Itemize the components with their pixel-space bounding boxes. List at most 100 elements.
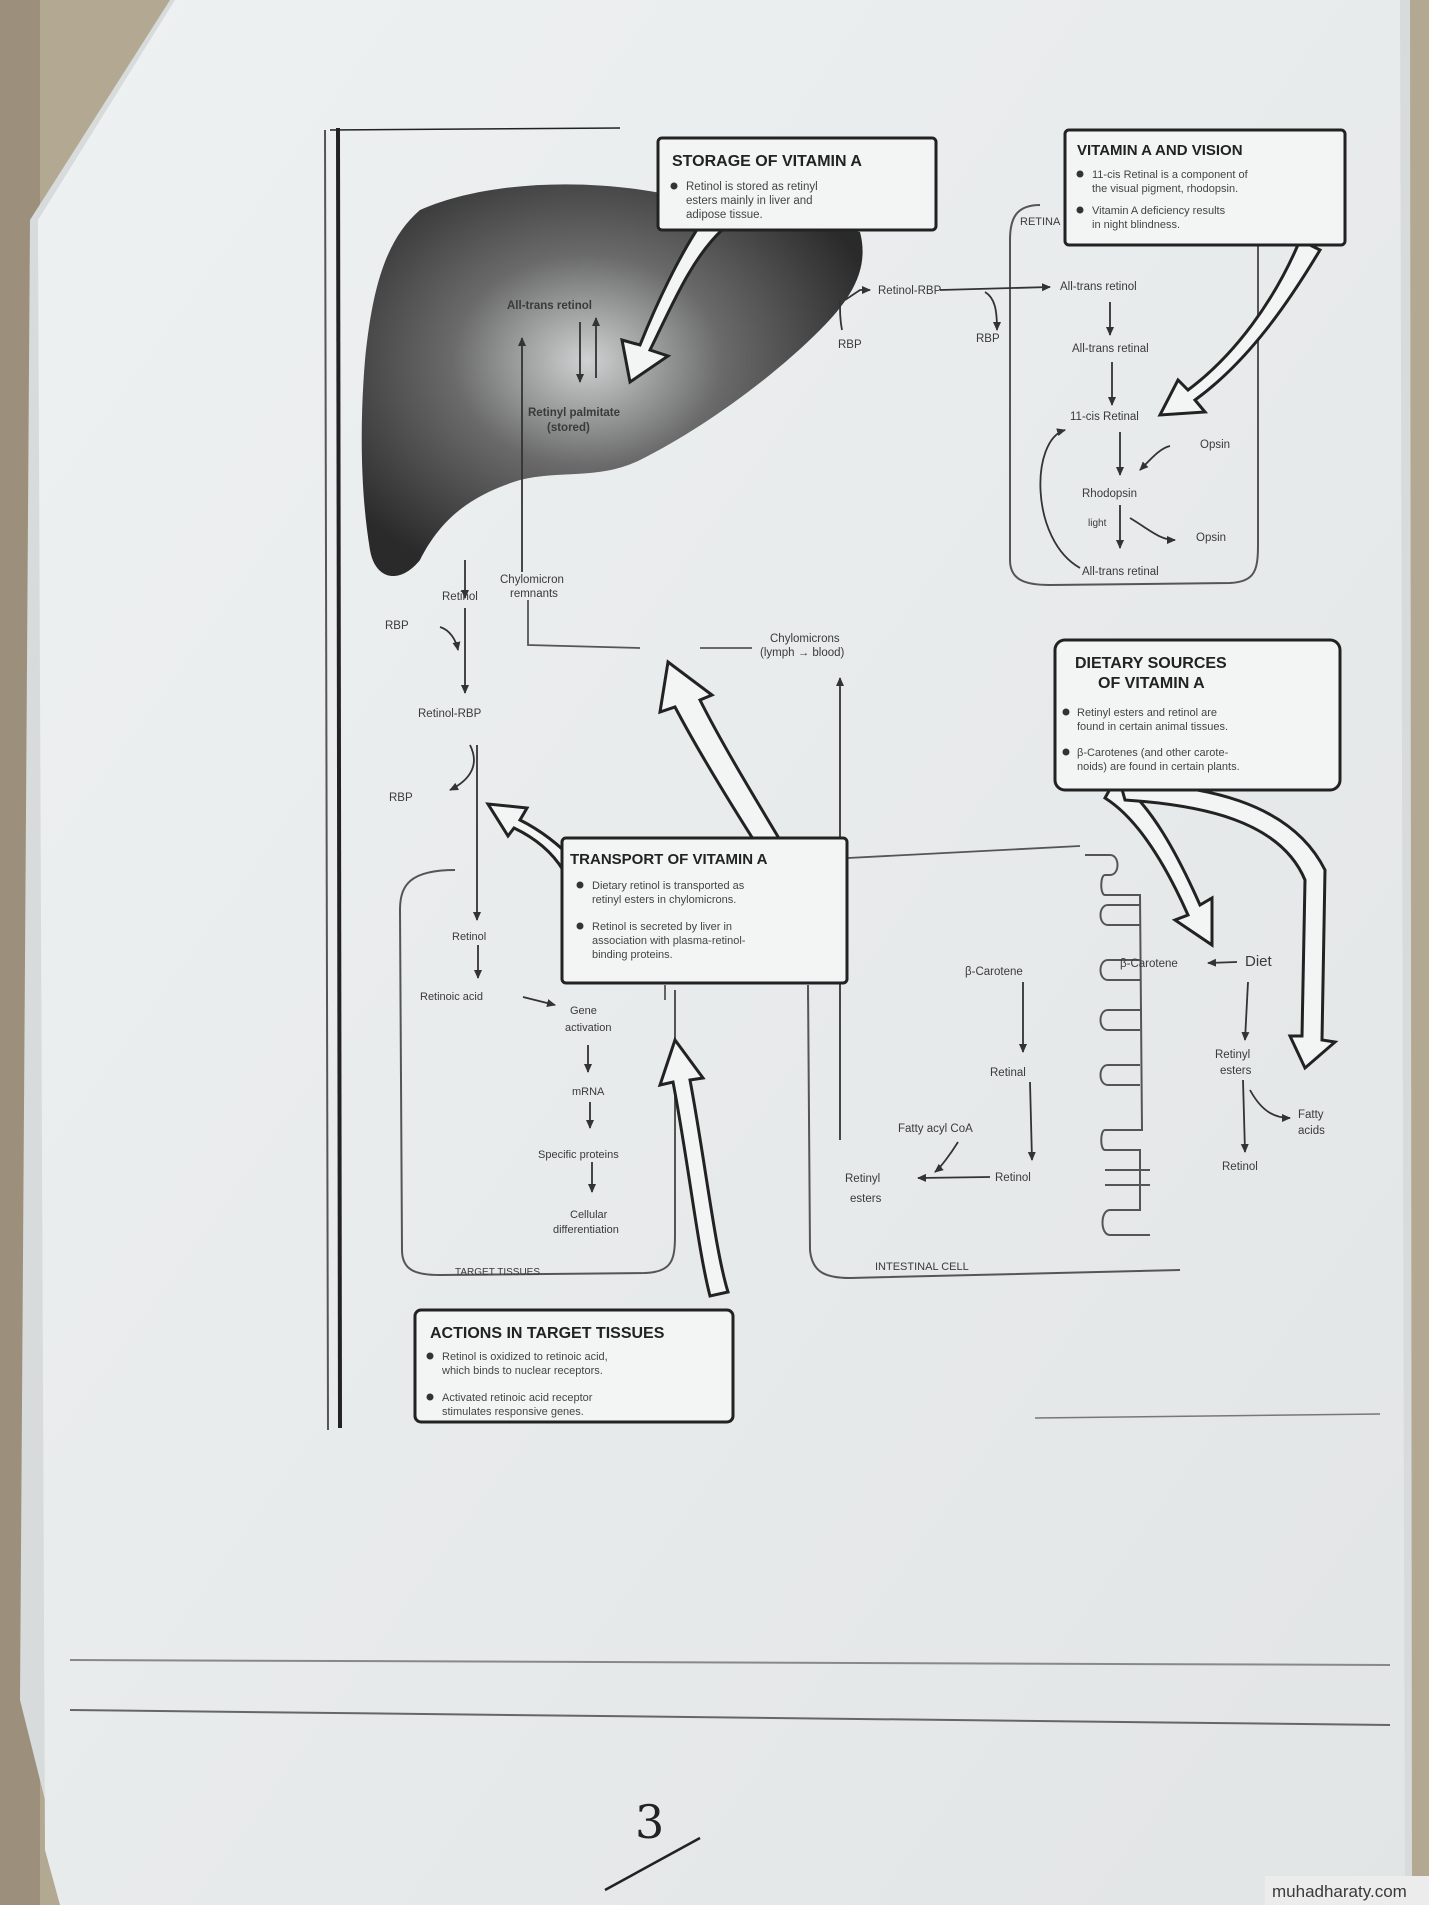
retina-all-trans-retinol: All-trans retinol xyxy=(1060,281,1137,293)
intestine-retinyl-esters-2: esters xyxy=(850,1193,882,1205)
dietary-bullet2-line2: noids) are found in certain plants. xyxy=(1077,761,1240,773)
bullet-icon xyxy=(576,922,584,930)
retina-opsin-2: Opsin xyxy=(1196,532,1226,544)
retina-region-label: RETINA xyxy=(1020,216,1061,228)
target-cellular-2: differentiation xyxy=(553,1224,619,1236)
target-retinol: Retinol xyxy=(452,931,486,943)
dietary-box-title-2: OF VITAMIN A xyxy=(1098,675,1205,692)
watermark-text: muhadharaty.com xyxy=(1272,1882,1407,1901)
transport-bullet1-line2: retinyl esters in chylomicrons. xyxy=(592,894,736,906)
circ-rbp-2: RBP xyxy=(389,792,413,804)
retina-cis-retinal: 11-cis Retinal xyxy=(1070,411,1139,423)
intestine-retinyl-esters-1: Retinyl xyxy=(845,1173,880,1185)
intestine-fatty-acyl-coa: Fatty acyl CoA xyxy=(898,1123,973,1135)
pathway-arrows xyxy=(439,283,1291,1193)
intestine-retinal: Retinal xyxy=(990,1067,1026,1079)
target-tissue-region xyxy=(398,869,676,1277)
liver-stored: (stored) xyxy=(547,422,590,434)
liver-labels: All-trans retinol Retinyl palmitate (sto… xyxy=(442,285,942,603)
actions-box: ACTIONS IN TARGET TISSUES Retinol is oxi… xyxy=(413,1308,735,1424)
intestine-fatty-acids-1: Fatty xyxy=(1298,1109,1324,1121)
target-gene-2: activation xyxy=(565,1022,611,1034)
storage-box-line-3: adipose tissue. xyxy=(686,209,763,221)
actions-bullet1-line2: which binds to nuclear receptors. xyxy=(441,1365,603,1377)
actions-bullet2-line2: stimulates responsive genes. xyxy=(442,1406,584,1418)
liver-retinol: Retinol xyxy=(442,591,478,603)
liver-retinol-rbp: Retinol-RBP xyxy=(878,285,942,297)
bullet-icon xyxy=(426,1393,434,1401)
retina-all-trans-retinal-2: All-trans retinal xyxy=(1082,566,1159,578)
retina-all-trans-retinal: All-trans retinal xyxy=(1072,343,1149,355)
intestine-retinol: Retinol xyxy=(995,1172,1031,1184)
retina-rhodopsin: Rhodopsin xyxy=(1082,488,1137,500)
target-cellular-1: Cellular xyxy=(570,1209,608,1221)
liver-chylo-remnants-2: remnants xyxy=(510,588,558,600)
target-labels: Retinol Retinoic acid Gene activation mR… xyxy=(420,931,619,1278)
liver-shape xyxy=(361,184,863,577)
storage-box-title: STORAGE OF VITAMIN A xyxy=(672,153,862,170)
bullet-icon xyxy=(1062,748,1070,756)
actions-bullet1-line1: Retinol is oxidized to retinoic acid, xyxy=(442,1351,608,1363)
page-number-text: 3 xyxy=(635,1795,664,1849)
vision-bullet1-line1: 11-cis Retinal is a component of xyxy=(1092,169,1249,181)
intestinal-cell-region xyxy=(807,854,1181,1280)
page-number: 3 xyxy=(604,1795,701,1892)
target-retinoic-acid: Retinoic acid xyxy=(420,991,483,1003)
target-gene-1: Gene xyxy=(570,1005,597,1017)
vision-box-title: VITAMIN A AND VISION xyxy=(1077,142,1243,159)
watermark: muhadharaty.com xyxy=(1265,1876,1429,1905)
liver-chylo-remnants-1: Chylomicron xyxy=(500,574,564,586)
transport-bullet2-line2: association with plasma-retinol- xyxy=(592,935,746,947)
vision-bullet2-line2: in night blindness. xyxy=(1092,219,1180,231)
bullet-icon xyxy=(670,182,678,190)
liver-retinyl-palmitate: Retinyl palmitate xyxy=(528,407,620,419)
retina-light: light xyxy=(1088,518,1107,529)
target-mrna: mRNA xyxy=(572,1086,605,1098)
page-frame xyxy=(69,127,1391,1726)
intestine-beta-carotene-2: β-Carotene xyxy=(1120,958,1178,970)
dietary-box: DIETARY SOURCES OF VITAMIN A Retinyl est… xyxy=(1053,638,1342,792)
retina-region xyxy=(1009,204,1259,587)
dietary-box-title-1: DIETARY SOURCES xyxy=(1075,655,1227,672)
dietary-bullet2-line1: β-Carotenes (and other carote- xyxy=(1077,747,1229,759)
circ-lymph-blood: (lymph → blood) xyxy=(760,647,845,659)
callout-arrows xyxy=(485,223,1339,1298)
intestine-labels: β-Carotene β-Carotene Diet Retinal Fatty… xyxy=(845,953,1325,1205)
intestine-beta-carotene: β-Carotene xyxy=(965,966,1023,978)
dietary-bullet1-line2: found in certain animal tissues. xyxy=(1077,721,1228,733)
bullet-icon xyxy=(576,881,584,889)
dietary-bullet1-line1: Retinyl esters and retinol are xyxy=(1077,707,1217,719)
connector-lines xyxy=(527,600,1081,1000)
circ-chylomicrons: Chylomicrons xyxy=(770,633,840,645)
circulation-labels: RBP Retinol-RBP RBP Chylomicrons (lymph … xyxy=(385,620,845,804)
circ-retinol-rbp: Retinol-RBP xyxy=(418,708,482,720)
actions-box-title: ACTIONS IN TARGET TISSUES xyxy=(430,1325,665,1342)
retina-opsin: Opsin xyxy=(1200,439,1230,451)
intestine-diet: Diet xyxy=(1245,953,1273,970)
target-tissues-label: TARGET TISSUES xyxy=(455,1267,540,1278)
transport-box: TRANSPORT OF VITAMIN A Dietary retinol i… xyxy=(560,836,849,985)
storage-box-line-2: esters mainly in liver and xyxy=(686,195,813,207)
circ-rbp-1: RBP xyxy=(385,620,409,632)
bullet-icon xyxy=(1076,170,1084,178)
intestine-retinyl-esters-r2: esters xyxy=(1220,1065,1252,1077)
liver-rbp: RBP xyxy=(838,339,862,351)
storage-box-line-1: Retinol is stored as retinyl xyxy=(686,181,818,193)
transport-box-title: TRANSPORT OF VITAMIN A xyxy=(570,851,768,868)
vision-box: VITAMIN A AND VISION 11-cis Retinal is a… xyxy=(1063,128,1347,247)
transport-bullet2-line3: binding proteins. xyxy=(592,949,673,961)
transport-bullet1-line1: Dietary retinol is transported as xyxy=(592,880,745,892)
transport-bullet2-line1: Retinol is secreted by liver in xyxy=(592,921,732,933)
vision-bullet1-line2: the visual pigment, rhodopsin. xyxy=(1092,183,1238,195)
storage-box: STORAGE OF VITAMIN A Retinol is stored a… xyxy=(656,136,938,232)
retina-labels: RBP All-trans retinol All-trans retinal … xyxy=(976,281,1230,578)
liver-all-trans-retinol: All-trans retinol xyxy=(507,300,592,312)
intestine-retinyl-esters-r1: Retinyl xyxy=(1215,1049,1250,1061)
retina-rbp: RBP xyxy=(976,333,1000,345)
intestine-retinol-2: Retinol xyxy=(1222,1161,1258,1173)
target-specific-proteins: Specific proteins xyxy=(538,1149,619,1161)
actions-bullet2-line1: Activated retinoic acid receptor xyxy=(442,1392,593,1404)
intestine-fatty-acids-2: acids xyxy=(1298,1125,1325,1137)
bullet-icon xyxy=(1062,708,1070,716)
